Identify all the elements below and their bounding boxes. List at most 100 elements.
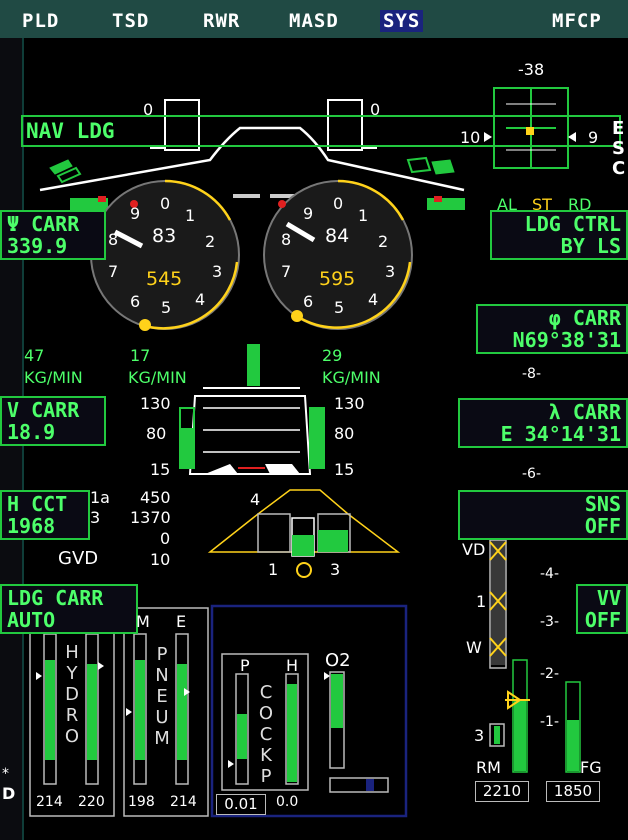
cockp-value-box: 0.01 <box>216 794 266 815</box>
left-dial-yellow-dot <box>139 319 151 331</box>
vv-label: VV <box>596 586 621 610</box>
scale-right-80: 80 <box>334 424 355 443</box>
vertical-speed-tape <box>489 539 581 773</box>
phi-carr-label: φ CARR <box>548 306 621 330</box>
lambda-carr-box[interactable]: λ CARR E 34°14'31 <box>458 398 628 448</box>
ldg-ctrl-box[interactable]: LDG CTRL BY LS <box>490 210 628 260</box>
pitch-right-zero: 0 <box>370 100 381 119</box>
o2-gauge <box>329 671 389 793</box>
hydro-value-right: 220 <box>78 794 105 810</box>
tape-label-4: -4- <box>540 566 560 582</box>
mode-st: ST <box>532 195 552 214</box>
left-dial-bottom-value: 545 <box>146 268 183 290</box>
nav-band <box>21 115 621 147</box>
ldg-ctrl-line1: LDG CTRL <box>524 212 621 236</box>
fuel-flow-center-unit: KG/MIN <box>128 368 187 387</box>
pitch-left-zero: 0 <box>143 100 154 119</box>
pneum-gauge <box>123 607 209 817</box>
left-dial-needle <box>113 229 144 249</box>
scale-right-15: 15 <box>334 460 355 479</box>
ldg-ctrl-line2: BY LS <box>560 234 621 258</box>
tab-rwr[interactable]: RWR <box>203 10 241 32</box>
cockp-header-p: P <box>240 656 250 675</box>
pneum-header-e: E <box>176 612 187 631</box>
gear-label-1: 1 <box>268 560 279 579</box>
rm-value-box: 2210 <box>475 781 529 802</box>
readout-0: 0 <box>160 529 171 548</box>
tape-label-3: -3- <box>540 614 560 630</box>
tape-label-6: -6- <box>522 466 542 482</box>
right-dial-center-value: 84 <box>325 225 350 247</box>
fg-value-box: 1850 <box>546 781 600 802</box>
gear-label-3: 3 <box>330 560 341 579</box>
scale-left-15: 15 <box>150 460 171 479</box>
vv-box[interactable]: VV OFF <box>576 584 628 634</box>
attitude-left-pointer-icon <box>484 132 492 142</box>
readout-label-1a: 1a <box>90 488 110 507</box>
nav-ldg-label[interactable]: NAV LDG <box>26 119 115 143</box>
psi-carr-box[interactable]: Ψ CARR 339.9 <box>0 210 106 260</box>
sns-label: SNS <box>584 492 621 516</box>
o2-label: O2 <box>325 650 351 671</box>
right-edge-letter-e: E <box>612 118 625 139</box>
phi-carr-box[interactable]: φ CARR N69°38'31 <box>476 304 628 354</box>
right-edge-letter-c: C <box>612 158 626 179</box>
tab-pld[interactable]: PLD <box>22 10 60 32</box>
fuel-flow-center-value: 17 <box>130 346 151 365</box>
tab-sys[interactable]: SYS <box>380 10 424 32</box>
mode-rd: RD <box>568 195 592 214</box>
mode-al: AL <box>497 195 517 214</box>
corner-letter: D <box>2 784 16 803</box>
h-cct-label: H CCT <box>7 492 68 516</box>
attitude-top-value: -38 <box>518 60 545 79</box>
sns-box[interactable]: SNS OFF <box>458 490 628 540</box>
hydro-value-left: 214 <box>36 794 63 810</box>
ldg-carr-box[interactable]: LDG CARR AUTO <box>0 584 138 634</box>
pneum-header-m: M <box>136 612 150 631</box>
right-dial-bottom-value: 595 <box>319 268 356 290</box>
vv-value: OFF <box>584 608 621 632</box>
top-tab-bar: PLD TSD RWR MASD SYS MFCP <box>0 0 628 38</box>
flap-left-icon <box>49 156 455 184</box>
fuel-flow-left-value: 47 <box>24 346 45 365</box>
scale-left-80: 80 <box>146 424 167 443</box>
pneum-value-left: 198 <box>128 794 155 810</box>
lambda-carr-value: E 34°14'31 <box>500 422 621 446</box>
tab-masd[interactable]: MASD <box>289 10 339 32</box>
tab-mfcp[interactable]: MFCP <box>552 10 602 32</box>
left-dial-center-value: 83 <box>152 225 177 247</box>
tape-fg-label: FG <box>580 758 602 777</box>
scale-left-130: 130 <box>140 394 171 413</box>
v-carr-box[interactable]: V CARR 18.9 <box>0 396 106 446</box>
h-cct-value: 1968 <box>7 514 56 538</box>
ldg-carr-label: LDG CARR <box>7 586 104 610</box>
scale-right-130: 130 <box>334 394 365 413</box>
readout-label-gvd: GVD <box>58 548 99 569</box>
tab-tsd[interactable]: TSD <box>112 10 150 32</box>
attitude-marker-icon <box>526 127 534 135</box>
tape-small-value: 3 <box>474 726 485 745</box>
attitude-right-value: 9 <box>588 128 599 147</box>
tape-label-1: -1- <box>540 714 560 730</box>
h-cct-box[interactable]: H CCT 1968 <box>0 490 90 540</box>
right-dial-yellow-dot <box>291 310 303 322</box>
attitude-indicator <box>493 87 569 169</box>
right-engine-dial <box>263 179 413 330</box>
cockp-value-right: 0.0 <box>276 794 299 810</box>
tape-label-2: -2- <box>540 666 560 682</box>
readout-label-3: 3 <box>90 508 101 527</box>
psi-carr-label: Ψ CARR <box>7 212 80 236</box>
ldg-carr-value: AUTO <box>7 608 56 632</box>
readout-450: 450 <box>140 488 171 507</box>
v-carr-value: 18.9 <box>7 420 56 444</box>
tape-rm-label: RM <box>476 758 501 777</box>
tape-label-8: -8- <box>522 366 542 382</box>
pneum-value-right: 214 <box>170 794 197 810</box>
right-green-bar <box>427 198 465 210</box>
right-dial-red-mark <box>278 200 286 208</box>
lambda-carr-label: λ CARR <box>548 400 621 424</box>
sns-value: OFF <box>584 514 621 538</box>
attitude-left-value: 10 <box>460 128 481 147</box>
attitude-right-pointer-icon <box>568 132 576 142</box>
